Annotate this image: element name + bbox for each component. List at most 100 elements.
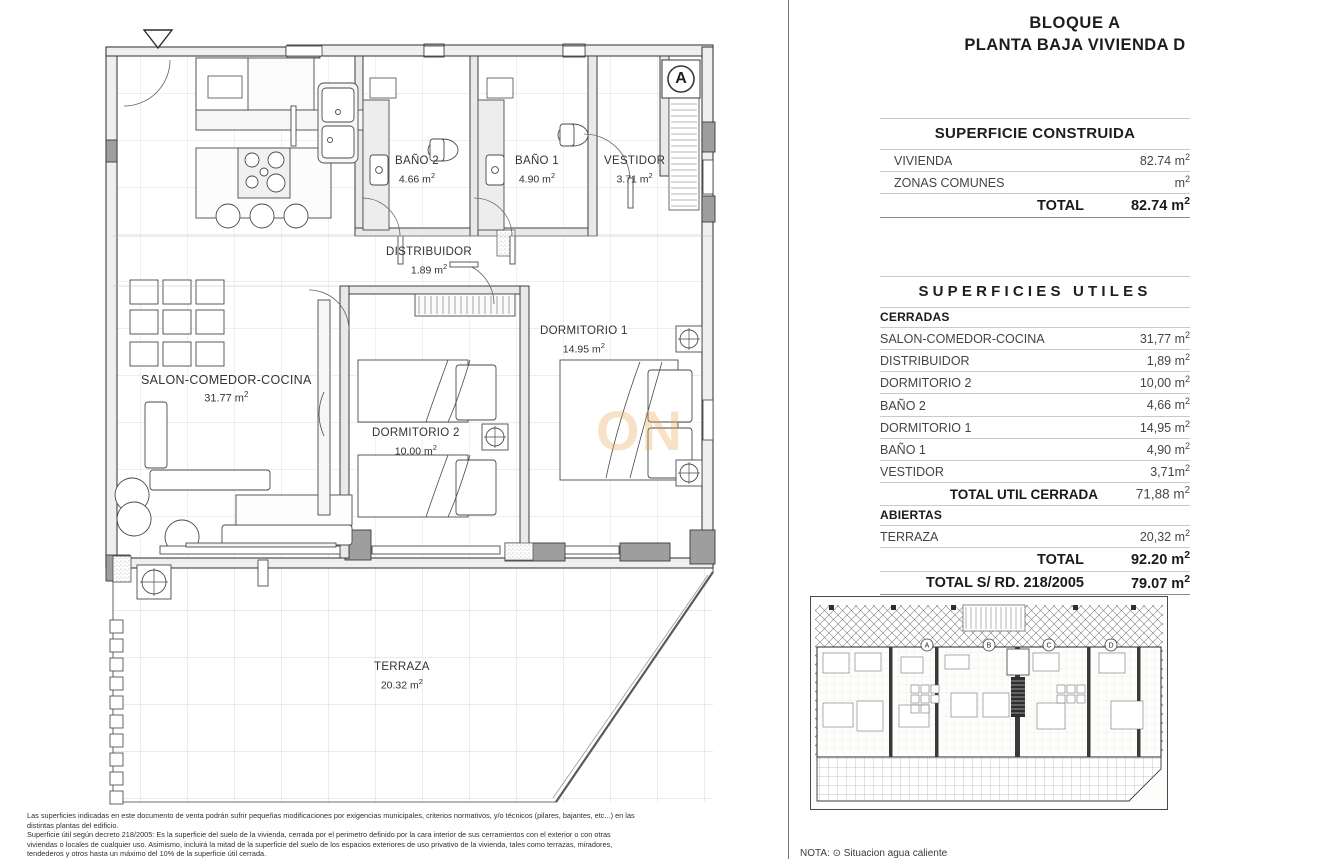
table-row: TERRAZA 20,32 m2 xyxy=(880,526,1190,547)
hot-water-note: NOTA: ⊙ Situacion agua caliente xyxy=(800,848,948,859)
table-rule xyxy=(880,193,1190,195)
room-area: 3.71 m2 xyxy=(616,170,653,186)
room-name: SALON-COMEDOR-COCINA xyxy=(141,373,312,387)
room-name: BAÑO 2 xyxy=(395,155,439,167)
built-area-title: SUPERFICIE CONSTRUIDA xyxy=(934,125,1136,142)
row-label: BAÑO 1 xyxy=(880,442,926,457)
guide-lines xyxy=(113,235,713,287)
room-name: TERRAZA xyxy=(374,661,430,673)
page-title: PLANTA BAJA VIVIENDA D xyxy=(964,36,1186,54)
row-label: TERRAZA xyxy=(880,529,939,544)
row-value: 1,89 m2 xyxy=(1146,352,1190,369)
room-area: 31.77 m2 xyxy=(204,389,249,405)
table-rule xyxy=(880,570,1190,572)
built-area-total-row: TOTAL 82.74 m2 xyxy=(880,194,1190,217)
fineprint-paragraph-2: Superficie útil según decreto 218/2005: … xyxy=(27,830,613,859)
row-label: VIVIENDA xyxy=(894,154,953,169)
dining-set xyxy=(129,279,225,367)
plan-svg xyxy=(105,29,716,805)
room-area: 10.00 m2 xyxy=(394,442,437,458)
row-label: VESTIDOR xyxy=(880,465,944,480)
key-plan-svg: A B C D xyxy=(815,604,1163,802)
table-rule xyxy=(880,437,1190,439)
row-value: 82.74 m2 xyxy=(1130,196,1190,215)
row-label: BAÑO 2 xyxy=(880,398,926,413)
keyplan-marker-b: B xyxy=(987,643,992,650)
interior-partitions xyxy=(339,55,670,559)
table-rule xyxy=(880,524,1190,526)
useful-total-rd-row: TOTAL S/ RD. 218/2005 79.07 m2 xyxy=(880,572,1190,595)
table-rule xyxy=(880,149,1190,150)
useful-area-title: SUPERFICIES UTILES xyxy=(918,283,1152,300)
row-value: 20,32 m2 xyxy=(1139,527,1190,544)
room-name: BAÑO 1 xyxy=(515,155,559,167)
row-label: DORMITORIO 1 xyxy=(880,420,972,435)
block-title: BLOQUE A xyxy=(1029,14,1121,32)
row-value: 10,00 m2 xyxy=(1139,374,1190,391)
room-area: 4.90 m2 xyxy=(518,170,556,186)
keyplan-furniture xyxy=(822,652,1144,732)
info-panel: BLOQUE A PLANTA BAJA VIVIENDA D SUPERFIC… xyxy=(800,0,1320,859)
fineprint-paragraph-1: Las superficies indicadas en este docume… xyxy=(27,811,635,830)
room-name: VESTIDOR xyxy=(604,155,666,167)
room-name: DORMITORIO 2 xyxy=(372,427,460,439)
table-rule xyxy=(880,393,1190,395)
table-rule xyxy=(880,327,1190,328)
row-value: 82.74 m2 xyxy=(1139,152,1190,169)
room-area: 1.89 m2 xyxy=(410,261,448,277)
table-rule xyxy=(880,118,1190,119)
room-name: DORMITORIO 1 xyxy=(540,325,628,337)
row-value: 14,95 m2 xyxy=(1139,418,1190,435)
useful-total-row: TOTAL 92.20 m2 xyxy=(880,548,1190,571)
row-label: ZONAS COMUNES xyxy=(894,176,1005,191)
room-area: 20.32 m2 xyxy=(380,676,423,692)
sliding-glass-doors xyxy=(159,299,620,555)
closed-total-row: TOTAL UTIL CERRADA 71,88 m2 xyxy=(880,483,1190,505)
table-rule xyxy=(880,546,1190,548)
row-value: 3,71m2 xyxy=(1150,462,1190,480)
table-rule xyxy=(880,482,1190,484)
room-area: 4.66 m2 xyxy=(398,170,436,186)
row-label: TOTAL UTIL CERRADA xyxy=(949,486,1098,502)
room-label-dormitorio1: DORMITORIO 1 14.95 m2 xyxy=(540,325,628,357)
table-row: DISTRIBUIDOR 1,89 m2 xyxy=(880,350,1190,371)
keyplan-unit-markers xyxy=(920,638,1118,652)
key-plan-thumbnail: A B C D xyxy=(810,596,1168,810)
keyplan-terrace-grid xyxy=(816,756,1162,802)
floor-plan-drawing: A ON BAÑO 2 4.66 m2 BAÑO 1 4.90 m2 VESTI… xyxy=(105,29,716,805)
keyplan-grid-ticks xyxy=(829,605,1136,610)
row-label: TOTAL S/ RD. 218/2005 xyxy=(926,575,1084,592)
keyplan-marker-c: C xyxy=(1046,643,1051,650)
keyplan-stair-core xyxy=(1006,648,1030,717)
room-area: 14.95 m2 xyxy=(562,340,605,356)
table-row: BAÑO 1 4,90 m2 xyxy=(880,439,1190,460)
row-value: 71,88 m2 xyxy=(1135,485,1190,502)
row-value: 31,77 m2 xyxy=(1139,330,1190,347)
room-label-bano2: BAÑO 2 4.66 m2 xyxy=(395,155,439,187)
section-triangle-marker xyxy=(142,29,174,50)
panel-divider xyxy=(788,0,789,859)
table-rule xyxy=(880,504,1190,506)
legal-fineprint: Las superficies indicadas en este docume… xyxy=(27,811,641,859)
room-label-salon-comedor-cocina: SALON-COMEDOR-COCINA 31.77 m2 xyxy=(141,373,312,406)
bedroom1-furniture xyxy=(559,325,703,487)
bathroom2-fixtures xyxy=(362,99,459,231)
keyplan-marker-d: D xyxy=(1108,643,1113,650)
built-area-table: SUPERFICIE CONSTRUIDA VIVIENDA 82.74 m2 … xyxy=(880,118,1190,219)
room-label-vestidor: VESTIDOR 3.71 m2 xyxy=(604,155,665,187)
table-rule xyxy=(880,415,1190,417)
room-label-dormitorio2: DORMITORIO 2 10.00 m2 xyxy=(372,427,460,459)
table-rule xyxy=(880,594,1190,596)
table-rule xyxy=(880,349,1190,351)
table-row: VIVIENDA 82.74 m2 xyxy=(880,150,1190,171)
row-value: 4,66 m2 xyxy=(1146,396,1190,413)
row-value: 92.20 m2 xyxy=(1130,549,1190,568)
section-header-cerradas: CERRADAS xyxy=(880,308,1190,327)
table-rule xyxy=(880,171,1190,173)
room-label-distribuidor: DISTRIBUIDOR 1.89 m2 xyxy=(386,246,472,278)
upper-fixture-boxes xyxy=(207,75,514,99)
table-rule xyxy=(880,217,1190,219)
unit-marker-a xyxy=(661,59,701,99)
row-label: DISTRIBUIDOR xyxy=(880,354,970,369)
